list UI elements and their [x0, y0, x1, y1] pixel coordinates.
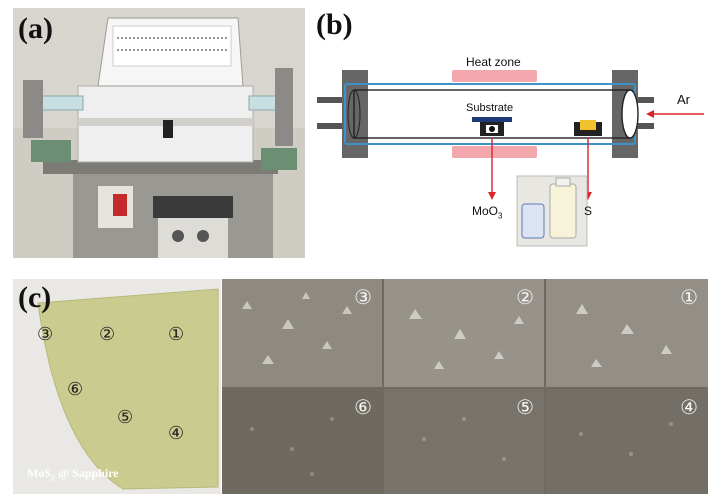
micrograph-grid: ③ ② ① ⑥ ⑤ ④	[222, 279, 708, 494]
moo3-subscript: 3	[498, 211, 503, 221]
sample-position-5: ⑤	[117, 407, 134, 428]
cvd-schematic-drawing	[317, 70, 704, 247]
moo3-base: MoO	[472, 204, 499, 218]
furnace-photo	[13, 8, 305, 258]
micrograph-label-6: ⑥	[354, 395, 372, 419]
sample-position-4: ④	[168, 423, 185, 444]
micrograph-tile-4: ④	[546, 389, 708, 494]
furnace-photo-illustration	[13, 8, 305, 258]
sample-photo: ③ ② ① ⑥ ⑤ ④ MoS2 @ Sapphire	[13, 279, 221, 494]
micrograph-label-2: ②	[516, 285, 534, 309]
micrograph-tile-2: ②	[384, 279, 544, 387]
sample-position-2: ②	[99, 324, 116, 345]
micrograph-texture-6	[250, 417, 334, 476]
micrograph-tile-5: ⑤	[384, 389, 544, 494]
micrograph-label-4: ④	[680, 395, 698, 419]
micrograph-texture-2	[409, 309, 524, 369]
micrograph-tile-3: ③	[222, 279, 382, 387]
sulfur-label: S	[584, 204, 593, 218]
sapphire-wafer	[37, 288, 219, 490]
micrograph-label-1: ①	[680, 285, 698, 309]
sample-position-1: ①	[168, 324, 185, 345]
micrograph-texture-4	[579, 422, 673, 456]
caption-subscript: 2	[51, 473, 55, 482]
sample-caption: MoS2 @ Sapphire	[27, 466, 119, 482]
micrograph-texture-3	[242, 292, 352, 364]
panel-label-c: (c)	[18, 281, 52, 314]
sample-position-6: ⑥	[67, 379, 84, 400]
micrograph-tile-6: ⑥	[222, 389, 382, 494]
panel-label-b: (b)	[316, 8, 353, 41]
panel-label-a: (a)	[18, 12, 53, 45]
substrate-holder	[472, 117, 512, 122]
argon-label: Ar	[677, 92, 690, 107]
heat-zone-top-bar	[452, 70, 537, 82]
caption-rest: @ Sapphire	[55, 465, 119, 480]
micrograph-texture-1	[576, 304, 672, 367]
sample-photo-illustration	[13, 279, 221, 494]
heat-zone-bottom-bar	[452, 146, 537, 158]
caption-base: MoS	[27, 465, 51, 480]
micrograph-tile-1: ①	[546, 279, 708, 387]
micrograph-label-3: ③	[354, 285, 372, 309]
micrograph-texture-5	[422, 417, 506, 461]
substrate-label: Substrate	[466, 102, 514, 114]
sample-position-3: ③	[37, 324, 54, 345]
micrograph-label-5: ⑤	[516, 395, 534, 419]
heat-zone-label: Heat zone	[466, 55, 521, 69]
moo3-label: MoO3	[472, 204, 502, 220]
cvd-schematic	[312, 8, 708, 258]
